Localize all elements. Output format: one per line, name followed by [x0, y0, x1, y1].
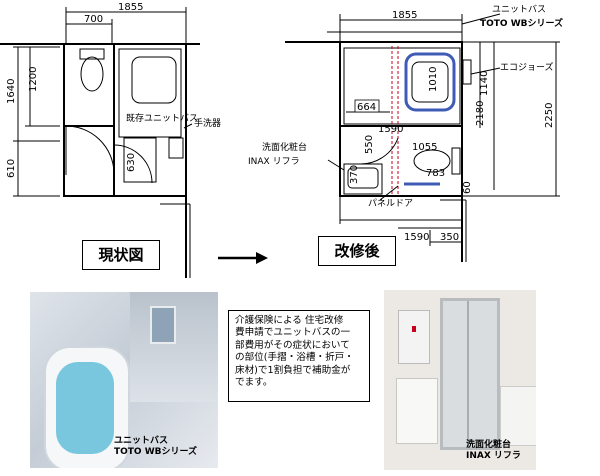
- door-seam: [467, 301, 469, 447]
- dim-text: 700: [84, 14, 103, 25]
- dim-text: 610: [6, 159, 17, 178]
- dim-box: [354, 99, 380, 113]
- toilet-bowl: [413, 149, 451, 173]
- dim-text: 350: [440, 232, 459, 243]
- caption-line: 洗面化粧台: [466, 440, 512, 450]
- dim-text: 370: [349, 165, 360, 184]
- sink: [168, 137, 184, 159]
- note-line: 費申請でユニットバスの一: [235, 327, 351, 339]
- vanity-cabinet: [396, 378, 438, 444]
- dim-text: 2250: [544, 103, 555, 128]
- arrow-head-icon: [256, 252, 268, 264]
- mirror: [150, 306, 176, 344]
- before-title: 現状図: [82, 240, 160, 270]
- toilet-tank: [79, 48, 105, 60]
- toilet-bowl: [80, 56, 104, 92]
- subsidy-note: 介護保険による 住宅改修 費申請でユニットバスの一 部費用がその症状において の…: [228, 310, 370, 402]
- note-line: 床材)で1割負担で補助金が: [235, 364, 351, 376]
- dim-text: 2180: [475, 101, 486, 126]
- bathroom-photo: ユニットバス TOTO WBシリーズ: [30, 292, 218, 468]
- bathtub-edge: [500, 386, 536, 446]
- note-line: 介護保険による 住宅改修: [235, 315, 344, 326]
- dim-text: 783: [426, 168, 445, 179]
- dim-text: 664: [357, 102, 376, 113]
- wall-outline: [63, 43, 187, 197]
- bath-photo-caption: ユニットバス TOTO WBシリーズ: [114, 436, 197, 458]
- door-swing: [359, 137, 399, 165]
- red-accent: [412, 326, 416, 332]
- vanity-photo: 洗面化粧台 INAX リフラ: [384, 290, 536, 470]
- dim-text: 1140: [479, 71, 490, 96]
- leader-line: [327, 159, 345, 171]
- folding-door: [440, 298, 500, 450]
- door-swing: [65, 125, 115, 173]
- after-plan: [285, 13, 560, 262]
- unit-bath-label: ユニットバス: [492, 4, 546, 15]
- note-line: の部位(手摺・浴槽・折戸・: [235, 352, 354, 364]
- dim-text: 1590: [378, 124, 403, 135]
- note-line: でます。: [235, 377, 273, 389]
- dim-text: 60: [462, 181, 473, 194]
- panel-door-label: パネルドア: [368, 198, 413, 209]
- leader-line: [379, 185, 399, 201]
- caption-line: INAX リフラ: [466, 451, 521, 461]
- tub-inner: [411, 61, 449, 103]
- note-line: 部費用がその症状において: [235, 339, 350, 351]
- vanity-mirror: [398, 310, 430, 364]
- bath-floor: [123, 137, 157, 183]
- tub: [44, 346, 130, 468]
- leader-line: [470, 67, 501, 75]
- dim-text: 1640: [6, 79, 17, 104]
- dim-text: 550: [364, 135, 375, 154]
- after-title: 改修後: [318, 236, 396, 266]
- unit-bath: [343, 47, 461, 125]
- before-plan: [0, 7, 200, 278]
- ecojoze-label: エコジョーズ: [500, 61, 554, 73]
- existing-bath: [118, 48, 182, 138]
- caption-line: TOTO WBシリーズ: [114, 447, 198, 457]
- leader-line: [461, 13, 501, 25]
- leader-line: [183, 123, 193, 129]
- dim-text: 1855: [392, 10, 417, 21]
- existing-tub: [131, 56, 177, 104]
- vanity-photo-caption: 洗面化粧台 INAX リフラ: [466, 440, 521, 462]
- bath-label: 既存ユニットバス: [126, 112, 198, 124]
- vanity-label: 洗面化粧台: [262, 141, 307, 153]
- unit-bath-model: TOTO WBシリーズ: [480, 17, 563, 29]
- door-swing: [113, 144, 153, 184]
- toilet-tank: [451, 147, 461, 175]
- dim-text: 1855: [118, 2, 143, 13]
- dim-text: 1590: [404, 232, 429, 243]
- dim-text: 1055: [412, 142, 437, 153]
- sink-label: 手洗器: [194, 117, 221, 129]
- tub-water: [56, 362, 114, 454]
- new-tub: [404, 52, 456, 112]
- dim-text: 1200: [28, 67, 39, 92]
- vanity-basin: [347, 167, 379, 189]
- dim-text: 1010: [428, 67, 439, 92]
- eco-joze-unit: [462, 59, 472, 85]
- caption-line: ユニットバス: [114, 436, 169, 446]
- dim-text: 630: [126, 153, 137, 172]
- wall-outline: [339, 41, 463, 197]
- vanity-model: INAX リフラ: [248, 156, 300, 167]
